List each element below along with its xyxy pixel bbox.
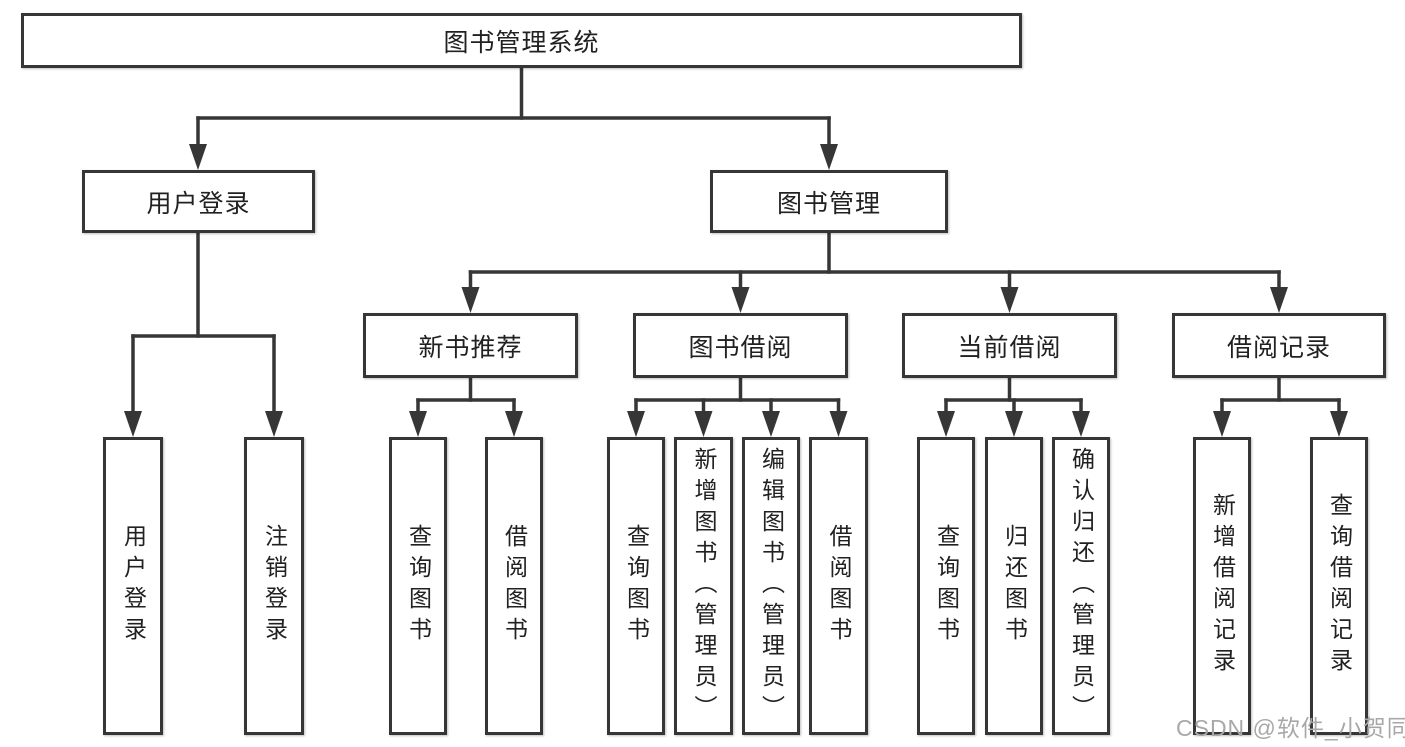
leaf-query-books-current: 查询图书 [917,437,975,735]
leaf-query-borrow-record: 查询借阅记录 [1310,437,1368,735]
leaf-edit-books-admin: 编辑图书（管理员） [742,437,800,735]
node-user-login-label: 用户登录 [146,189,251,218]
node-book-borrowing: 图书借阅 [633,313,848,378]
leaf-borrow-books-recommend: 借阅图书 [485,437,543,735]
leaf-return-books: 归还图书 [985,437,1043,735]
node-book-management-label: 图书管理 [776,189,881,218]
leaf-confirm-return-admin: 确认归还（管理员） [1052,437,1110,735]
leaf-query-borrow-record-label: 查询借阅记录 [1326,493,1353,679]
leaf-query-books-recommend-label: 查询图书 [405,524,432,648]
leaf-add-borrow-record: 新增借阅记录 [1193,437,1251,735]
leaf-user-login-label: 用户登录 [120,524,147,648]
leaf-add-books-admin: 新增图书（管理员） [674,437,733,735]
leaf-add-borrow-record-label: 新增借阅记录 [1209,493,1236,679]
leaf-user-login: 用户登录 [103,437,163,735]
node-book-management: 图书管理 [710,170,948,233]
node-root-system-label: 图书管理系统 [443,28,600,57]
leaf-logout: 注销登录 [244,437,304,735]
leaf-query-books-recommend: 查询图书 [389,437,447,735]
node-root-system: 图书管理系统 [21,13,1022,68]
leaf-query-books-borrowing: 查询图书 [607,437,665,735]
node-book-borrowing-label: 图书借阅 [688,333,793,362]
node-new-book-recommend-label: 新书推荐 [418,333,523,362]
node-current-borrowing-label: 当前借阅 [957,333,1062,362]
leaf-confirm-return-admin-label: 确认归还（管理员） [1068,446,1095,726]
leaf-query-books-current-label: 查询图书 [933,524,960,648]
leaf-query-books-borrowing-label: 查询图书 [623,524,650,648]
leaf-borrow-books-recommend-label: 借阅图书 [501,524,528,648]
node-borrowing-records: 借阅记录 [1172,313,1386,378]
arrowheads [124,144,1348,437]
leaf-borrow-books: 借阅图书 [809,437,868,735]
leaf-borrow-books-label: 借阅图书 [826,524,852,648]
watermark-text: CSDN @软件_小贺同学 [1176,715,1405,741]
leaf-edit-books-admin-label: 编辑图书（管理员） [758,446,785,726]
leaf-logout-label: 注销登录 [261,524,288,648]
node-user-login: 用户登录 [82,170,315,233]
connector-segments [131,66,1341,415]
leaf-return-books-label: 归还图书 [1001,524,1028,648]
leaf-add-books-admin-label: 新增图书（管理员） [691,446,717,726]
node-current-borrowing: 当前借阅 [902,313,1117,378]
node-new-book-recommend: 新书推荐 [363,313,578,378]
node-borrowing-records-label: 借阅记录 [1226,333,1331,362]
